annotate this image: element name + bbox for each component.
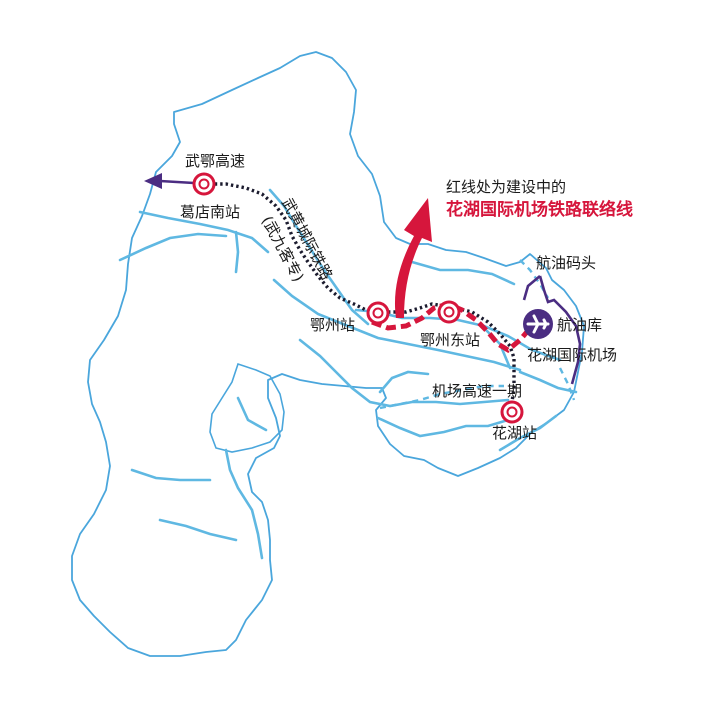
railway-station-icon [192,172,216,196]
huahu-airport-label: 花湖国际机场 [527,346,618,364]
railway-station-icon [437,300,461,324]
new-rail-link [371,301,534,354]
callout-note-line1: 红线处为建设中的 [446,178,567,196]
water-network [118,188,578,560]
wue-highway-label: 武鄂高速 [185,152,246,170]
airport-expressway-label: 机场高速一期 [432,382,523,400]
callout-note-line2: 花湖国际机场铁路联络线 [446,200,633,220]
fuel-wharf-label: 航油码头 [536,254,597,272]
dashed-water [379,259,576,410]
railway-station-icon [500,400,524,424]
huahu-station-label: 花湖站 [492,424,538,442]
railway-station-icon [366,301,390,325]
city-boundary [71,51,585,657]
existing-railway [204,182,516,403]
fuel-pipeline [522,275,582,385]
fuel-depot-label: 航油库 [557,316,603,334]
callout-arrow-icon [394,198,432,318]
lake-outline [209,362,285,453]
arrow-left-icon [144,173,195,189]
gedian-south-station-label: 葛店南站 [180,203,241,221]
ezhou-station-label: 鄂州站 [310,316,356,334]
ezhou-east-station-label: 鄂州东站 [420,331,481,349]
airplane-icon [523,309,553,339]
